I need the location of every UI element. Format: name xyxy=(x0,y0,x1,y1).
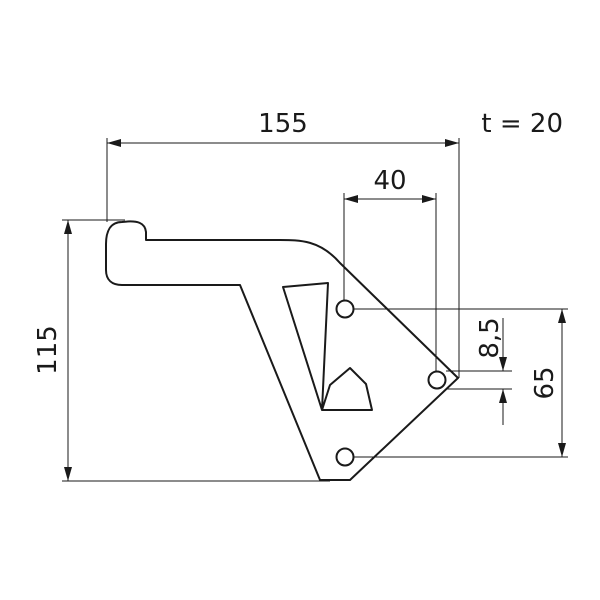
thickness-label: t = 20 xyxy=(481,109,563,139)
hole-diameter-label: 8,5 xyxy=(475,317,505,358)
dimension-overall-width: 155 xyxy=(106,109,460,378)
overall-height-label: 115 xyxy=(33,325,63,375)
hole-top xyxy=(335,299,355,319)
dimension-hole-spacing-vertical: 65 xyxy=(354,308,568,458)
overall-width-label: 155 xyxy=(258,109,308,139)
dimension-hole-diameter: 8,5 xyxy=(446,317,512,425)
hole-bottom xyxy=(335,447,355,467)
bracket-outline xyxy=(105,220,459,481)
hole-spacing-vertical-label: 65 xyxy=(530,366,560,399)
hole-middle xyxy=(427,370,447,390)
hole-spacing-horizontal-label: 40 xyxy=(373,166,406,196)
dimension-overall-height: 115 xyxy=(33,219,330,482)
dimension-hole-spacing-horizontal: 40 xyxy=(343,166,437,372)
